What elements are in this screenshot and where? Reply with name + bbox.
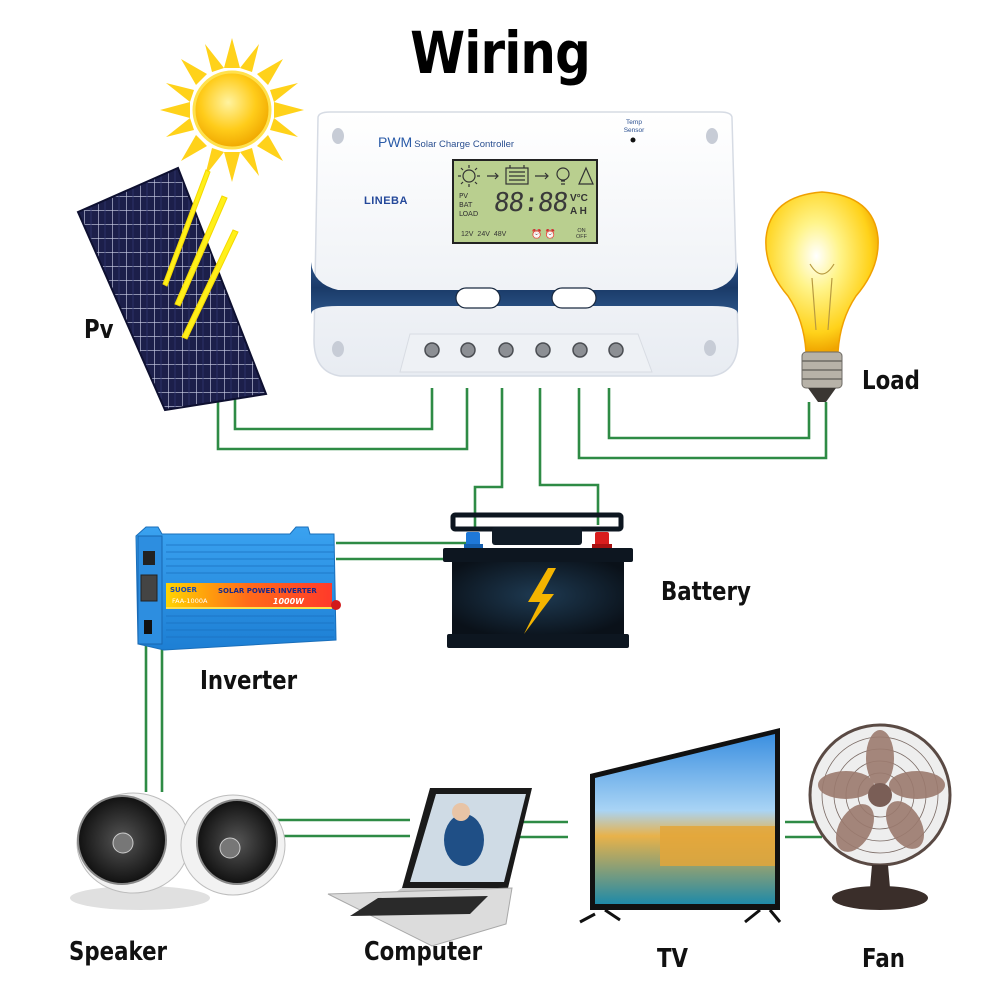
laptop-icon	[327, 788, 532, 947]
light-bulb-icon	[765, 191, 879, 402]
controller-button-right	[551, 287, 597, 309]
lcd-load-label: LOAD	[459, 210, 479, 218]
fan-label: Fan	[862, 944, 905, 974]
fan-icon	[808, 723, 952, 910]
lcd-voltage-labels: 12V 24V 48V	[461, 231, 507, 238]
tv-label: TV	[657, 944, 689, 974]
svg-text:SUOER: SUOER	[170, 586, 197, 594]
battery-negative-terminal	[466, 532, 480, 546]
pwm-label: PWM	[378, 134, 413, 150]
tv-icon	[579, 728, 782, 924]
controller-subtitle: Solar Charge Controller	[414, 139, 515, 150]
temp-sensor-label: Temp Sensor	[623, 119, 645, 134]
computer-label: Computer	[364, 937, 483, 967]
brand-logo: LINEBA	[364, 195, 408, 207]
battery-positive-terminal	[595, 532, 609, 546]
load-label: Load	[862, 366, 920, 396]
sun-icon	[160, 38, 304, 182]
speaker-label: Speaker	[69, 937, 168, 967]
controller-button-left	[455, 287, 501, 309]
lcd-row-labels: PV BAT LOAD	[459, 192, 478, 219]
lcd-bat-label: BAT	[459, 201, 473, 209]
pv-label: Pv	[84, 315, 114, 345]
solar-panel-icon	[76, 166, 268, 412]
lcd-alarm-icons: ⏰ ⏰	[531, 229, 556, 239]
svg-text:SOLAR POWER INVERTER: SOLAR POWER INVERTER	[218, 587, 317, 595]
terminal-screws	[424, 342, 624, 358]
lcd-display	[452, 159, 598, 244]
lcd-units: V°C A H	[570, 193, 588, 217]
wires	[144, 388, 828, 839]
speaker-icon	[70, 792, 286, 910]
svg-text:1000W: 1000W	[273, 597, 305, 606]
lcd-onoff: ON OFF	[576, 228, 587, 240]
inverter-icon: SUOER SOLAR POWER INVERTER FAA-1000A 100…	[135, 526, 341, 651]
charge-controller	[311, 111, 739, 377]
lightning-bolt-icon	[524, 568, 556, 634]
page-title: Wiring	[410, 19, 591, 87]
battery-label: Battery	[661, 577, 751, 607]
temp-sensor-port	[630, 137, 636, 143]
lcd-pv-label: PV	[459, 192, 469, 200]
battery-icon	[443, 512, 633, 648]
svg-text:FAA-1000A: FAA-1000A	[172, 597, 208, 605]
lcd-digits: 88:88	[492, 188, 569, 218]
sunlight-ray-icons	[162, 169, 239, 340]
inverter-label: Inverter	[200, 666, 298, 696]
